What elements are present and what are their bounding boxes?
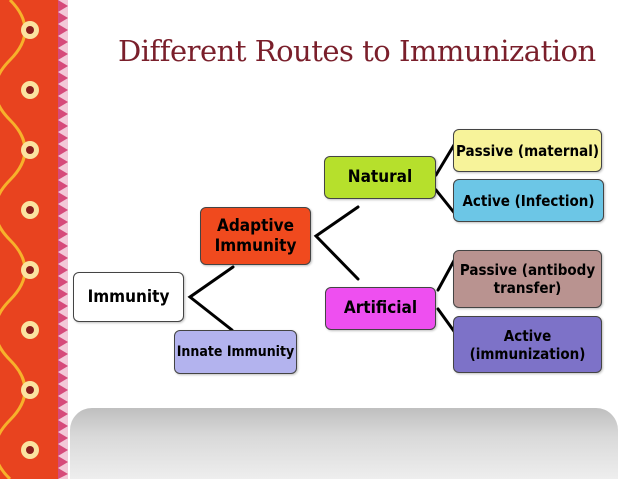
active-immunization-node: Active (immunization) <box>453 316 602 373</box>
natural-node: Natural <box>324 156 436 199</box>
innate-immunity-label: Innate Immunity <box>177 344 294 361</box>
adaptive-immunity-label: Adaptive Immunity <box>207 216 304 257</box>
adaptive-immunity-node: Adaptive Immunity <box>200 207 311 265</box>
active-infection-label: Active (Infection) <box>462 192 594 210</box>
active-infection-node: Active (Infection) <box>453 179 604 222</box>
active-immunization-label: Active (immunization) <box>464 327 591 363</box>
artificial-label: Artificial <box>344 298 417 318</box>
immunity-node: Immunity <box>73 272 184 322</box>
immunity-label: Immunity <box>88 287 170 307</box>
artificial-node: Artificial <box>325 287 436 330</box>
passive-maternal-label: Passive (maternal) <box>456 142 599 160</box>
passive-antibody-label: Passive (antibody transfer) <box>458 261 597 297</box>
passive-antibody-node: Passive (antibody transfer) <box>453 250 602 308</box>
natural-label: Natural <box>348 167 412 187</box>
innate-immunity-node: Innate Immunity <box>174 330 297 374</box>
passive-maternal-node: Passive (maternal) <box>453 129 602 172</box>
